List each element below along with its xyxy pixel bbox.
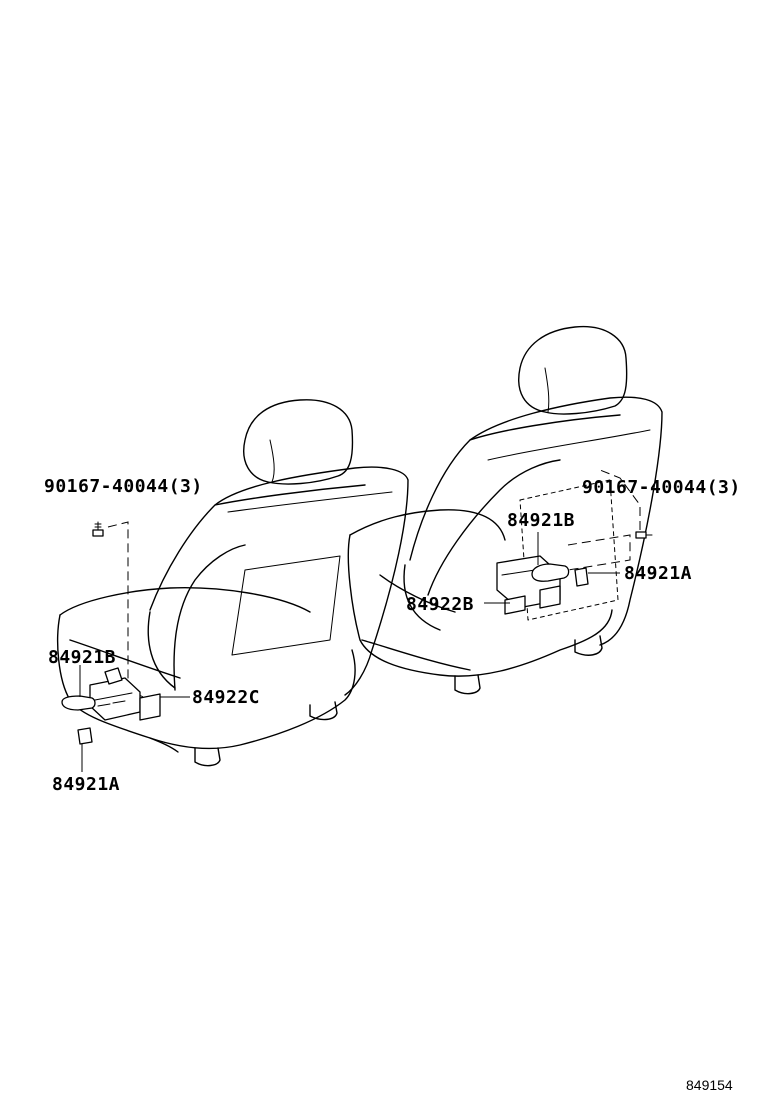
diagram-reference-number: 849154 [686,1077,733,1093]
callout-84922c: 84922C [192,687,260,708]
switch-84922b [496,555,561,615]
left-seat-illustration [56,399,409,767]
callout-84921b-right: 84921B [507,510,575,531]
switch-84922c [89,667,161,721]
callout-screw-left: 90167-40044(3) [44,476,203,497]
screw-right [635,531,653,539]
screw-left [92,521,104,537]
cover-84921b-right [531,563,570,582]
cover-right-dashed-outline [567,534,631,571]
cover-84921a-right [574,567,589,587]
callout-84921a-right: 84921A [624,563,692,584]
callout-84921a-left: 84921A [52,774,120,795]
callout-84922b: 84922B [406,594,474,615]
cover-84921b-left [61,695,96,711]
right-seat-illustration [347,325,663,695]
callout-84921b-left: 84921B [48,647,116,668]
callout-screw-right: 90167-40044(3) [582,477,741,498]
cover-84921a-left [77,727,93,745]
